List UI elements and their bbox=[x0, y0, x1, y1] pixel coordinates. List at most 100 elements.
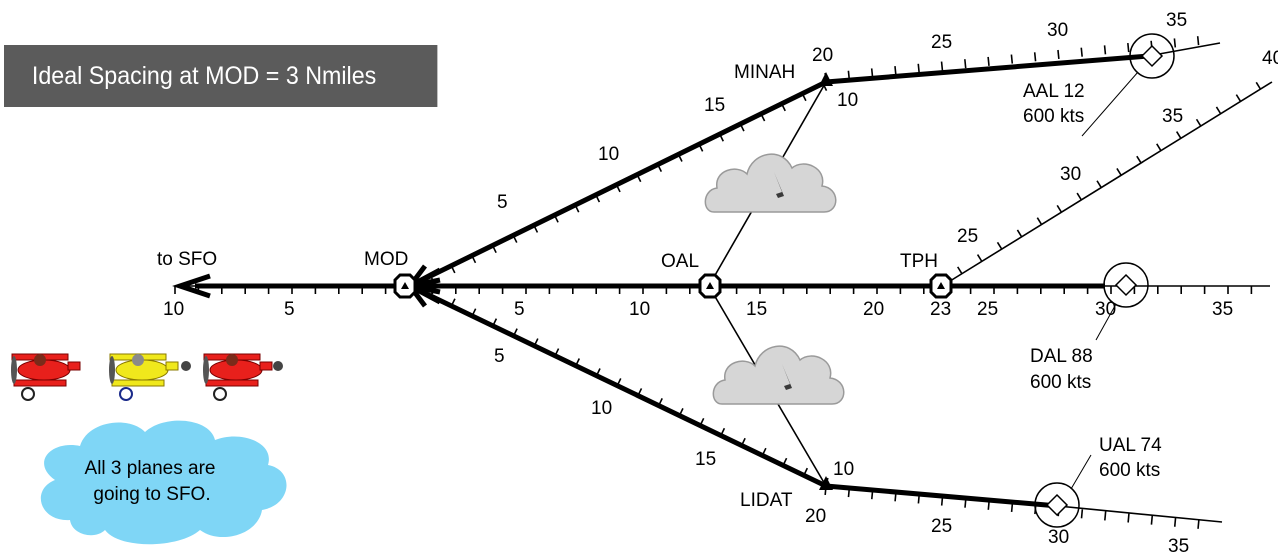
upper-tick-label: 5 bbox=[497, 192, 508, 213]
to-sfo-label: to SFO bbox=[157, 249, 217, 270]
lower-route-leg2 bbox=[825, 483, 1059, 509]
main-tick-label: 23 bbox=[930, 299, 951, 320]
lower-route-extension bbox=[1057, 505, 1223, 523]
oal-vor-icon bbox=[698, 273, 722, 299]
dal-aircraft-symbol bbox=[1095, 262, 1149, 341]
tick-mark bbox=[1156, 143, 1162, 152]
tick-mark bbox=[1103, 45, 1107, 55]
upper-route-leg2 bbox=[825, 53, 1149, 85]
ual-speed: 600 kts bbox=[1099, 460, 1160, 481]
tph-branch-tick-label: 35 bbox=[1162, 106, 1183, 127]
dal-callsign: DAL 88 bbox=[1030, 346, 1093, 367]
aal-callsign: AAL 12 bbox=[1023, 81, 1085, 102]
lower-tick-label: 10 bbox=[591, 398, 612, 419]
to-sfo-arrowhead bbox=[172, 273, 211, 299]
note-line-1: All 3 planes are bbox=[85, 458, 216, 479]
lower-route-leg1 bbox=[408, 283, 828, 489]
tick-mark bbox=[1104, 511, 1107, 521]
tick-mark bbox=[1127, 513, 1130, 523]
tick-mark bbox=[1010, 54, 1014, 64]
tick-mark bbox=[1033, 52, 1037, 62]
tick-mark bbox=[1175, 131, 1182, 139]
note-line-2: going to SFO. bbox=[93, 484, 210, 505]
tick-mark bbox=[1036, 217, 1043, 225]
mod-vor-icon bbox=[393, 273, 417, 299]
tph-vor-icon bbox=[929, 273, 953, 299]
lower-tick-label: 5 bbox=[494, 346, 505, 367]
tick-mark bbox=[1150, 515, 1154, 525]
tick-mark bbox=[1127, 43, 1130, 53]
tick-mark bbox=[1215, 106, 1222, 115]
tick-mark bbox=[1195, 118, 1202, 127]
lower-tick-label: 35 bbox=[1168, 536, 1189, 554]
lower-tick-label: 15 bbox=[695, 449, 716, 470]
upper-tick-label: 15 bbox=[704, 95, 725, 116]
aal-speed: 600 kts bbox=[1023, 106, 1084, 127]
tick-mark bbox=[1196, 36, 1200, 46]
tick-mark bbox=[964, 59, 967, 69]
red-biplane-right bbox=[203, 353, 283, 401]
tph-branch-tick-label: 30 bbox=[1060, 164, 1081, 185]
lidat-spur-label: 10 bbox=[833, 459, 854, 480]
tick-mark bbox=[1197, 519, 1200, 529]
lidat-waypoint-triangle bbox=[819, 476, 833, 490]
tick-mark bbox=[987, 56, 990, 66]
tick-mark bbox=[917, 63, 920, 73]
tph-label: TPH bbox=[900, 251, 938, 272]
tick-mark bbox=[1255, 81, 1262, 90]
tick-mark bbox=[957, 266, 963, 275]
lower-tick-label: 30 bbox=[1048, 527, 1069, 548]
upper-tick-label: 30 bbox=[1047, 20, 1068, 41]
spacing-banner: Ideal Spacing at MOD = 3 Nmiles bbox=[4, 45, 438, 107]
main-tick-label: 10 bbox=[629, 299, 650, 320]
tick-mark bbox=[1056, 204, 1063, 213]
main-tick-label: 35 bbox=[1212, 299, 1233, 320]
upper-route-leg1 bbox=[408, 79, 828, 289]
aal-aircraft-symbol bbox=[1081, 33, 1175, 137]
main-tick-label: 5 bbox=[284, 299, 295, 320]
minah-spur-label: 10 bbox=[837, 90, 858, 111]
tick-mark bbox=[1080, 47, 1083, 57]
tph-branch-tick-label: 25 bbox=[957, 226, 978, 247]
tick-mark bbox=[996, 241, 1003, 250]
tick-mark bbox=[976, 254, 983, 262]
main-tick-label: 20 bbox=[863, 299, 884, 320]
tick-mark bbox=[1076, 192, 1083, 201]
main-tick-label: 10 bbox=[163, 299, 184, 320]
tick-mark bbox=[1116, 168, 1122, 176]
lidat-label: LIDAT bbox=[740, 490, 793, 511]
main-tick-label: 5 bbox=[514, 299, 525, 320]
ual-aircraft-symbol bbox=[1034, 454, 1092, 528]
tick-mark bbox=[1096, 180, 1102, 188]
red-biplane-left bbox=[11, 353, 81, 401]
oal-label: OAL bbox=[661, 251, 699, 272]
tick-mark bbox=[1173, 38, 1177, 48]
minah-waypoint-triangle bbox=[819, 72, 833, 86]
upper-tick-label: 20 bbox=[812, 45, 833, 66]
tph-branch bbox=[941, 81, 1273, 287]
note-cloud bbox=[40, 420, 287, 545]
lower-tick-label: 20 bbox=[805, 506, 826, 527]
tick-mark bbox=[940, 61, 944, 71]
tick-mark bbox=[1057, 49, 1060, 60]
main-tick-label: 25 bbox=[977, 299, 998, 320]
lower-tick-label: 25 bbox=[931, 516, 952, 537]
storm-cloud-lower bbox=[712, 345, 845, 414]
tick-mark bbox=[894, 66, 897, 76]
dal-speed: 600 kts bbox=[1030, 372, 1091, 393]
tick-mark bbox=[1136, 155, 1142, 164]
main-tick-label: 30 bbox=[1095, 299, 1116, 320]
yellow-biplane bbox=[109, 353, 191, 401]
ual-callsign: UAL 74 bbox=[1099, 435, 1162, 456]
upper-tick-label: 25 bbox=[931, 32, 952, 53]
tick-mark bbox=[1173, 517, 1177, 527]
upper-tick-label: 35 bbox=[1166, 10, 1187, 31]
tick-mark bbox=[1235, 94, 1242, 102]
minah-label: MINAH bbox=[734, 62, 795, 83]
banner-text: Ideal Spacing at MOD = 3 Nmiles bbox=[31, 61, 377, 90]
tick-mark bbox=[1016, 229, 1023, 238]
main-tick-label: 15 bbox=[746, 299, 767, 320]
tick-mark bbox=[1080, 509, 1084, 519]
mod-label: MOD bbox=[364, 249, 408, 270]
